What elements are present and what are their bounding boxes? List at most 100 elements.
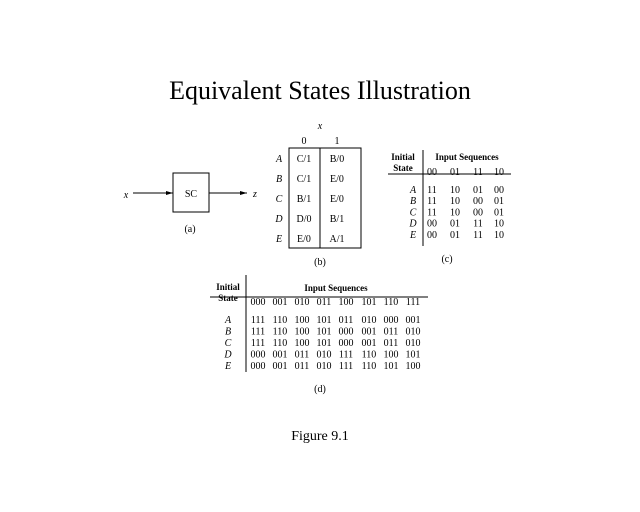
table-cell: B/1: [297, 194, 311, 205]
table-cell: 10: [450, 185, 460, 196]
header-initial: Initial: [391, 152, 415, 162]
state-label: B: [410, 196, 416, 207]
table-cell: 110: [273, 315, 288, 326]
table-cell: 01: [450, 230, 460, 241]
header-initial: Initial: [216, 282, 240, 292]
column-header: 001: [273, 297, 288, 308]
panel-d-label: (d): [314, 384, 326, 395]
column-header: 01: [450, 167, 460, 178]
table-cell: D/0: [297, 214, 312, 225]
panel-b-label: (b): [314, 257, 326, 268]
table-cell: 11: [427, 196, 437, 207]
state-table-border: [288, 147, 362, 249]
table-cell: 11: [473, 219, 483, 230]
state-label: A: [409, 185, 417, 196]
sc-block-label: SC: [185, 189, 198, 200]
column-header: 010: [295, 297, 310, 308]
state-label: D: [408, 219, 417, 230]
input-arrowhead-icon: [166, 191, 173, 195]
column-header: 10: [494, 167, 504, 178]
state-label: B: [225, 327, 231, 338]
state-label: E: [409, 230, 416, 241]
table-cell: E/0: [297, 234, 311, 245]
table-cell: 10: [450, 196, 460, 207]
table-cell: 000: [251, 350, 266, 361]
state-label: C: [276, 194, 283, 205]
table-cell: E/0: [330, 194, 344, 205]
table-cell: 110: [273, 327, 288, 338]
table-cell: 11: [473, 230, 483, 241]
panel-d-response-table: Initial State Input Sequences (d) 000 001…: [210, 275, 428, 395]
table-cell: 001: [362, 327, 377, 338]
table-cell: 111: [251, 327, 265, 338]
table-cell: 111: [339, 361, 353, 372]
table-cell: 011: [295, 361, 310, 372]
column-header: 1: [335, 136, 340, 147]
table-cell: 011: [384, 338, 399, 349]
table-cell: 00: [473, 207, 483, 218]
column-header: 111: [406, 297, 420, 308]
header-state: State: [393, 163, 413, 173]
state-label: D: [223, 350, 232, 361]
input-var-label: x: [317, 121, 323, 132]
table-cell: 000: [339, 327, 354, 338]
table-cell: 00: [473, 196, 483, 207]
table-cell: B/1: [330, 214, 344, 225]
table-cell: 11: [427, 207, 437, 218]
table-cell: 101: [317, 338, 332, 349]
table-cell: 10: [494, 219, 504, 230]
table-cell: 11: [427, 185, 437, 196]
table-cell: 01: [494, 207, 504, 218]
table-cell: 000: [251, 361, 266, 372]
table-cell: 100: [406, 361, 421, 372]
table-cell: 00: [427, 219, 437, 230]
header-state: State: [218, 293, 238, 303]
table-cell: 100: [295, 327, 310, 338]
output-arrowhead-icon: [240, 191, 247, 195]
table-cell: 110: [273, 338, 288, 349]
table-cell: 01: [494, 196, 504, 207]
table-cell: 010: [406, 338, 421, 349]
table-cell: A/1: [330, 234, 345, 245]
output-label: z: [252, 189, 257, 200]
table-cell: 001: [273, 350, 288, 361]
table-cell: E/0: [330, 174, 344, 185]
column-header: 00: [427, 167, 437, 178]
state-label: E: [275, 234, 282, 245]
table-cell: 100: [384, 350, 399, 361]
table-cell: 011: [295, 350, 310, 361]
figure-title: Equivalent States Illustration: [169, 76, 471, 105]
table-cell: 001: [406, 315, 421, 326]
panel-a-block-diagram: x SC z (a): [123, 172, 257, 235]
state-label: A: [275, 154, 283, 165]
header-input-sequences: Input Sequences: [304, 283, 368, 293]
state-label: B: [276, 174, 282, 185]
table-cell: 101: [384, 361, 399, 372]
table-cell: 001: [362, 338, 377, 349]
table-cell: C/1: [297, 154, 311, 165]
table-cell: 000: [339, 338, 354, 349]
table-cell: B/0: [330, 154, 344, 165]
table-cell: 010: [317, 350, 332, 361]
column-header: 100: [339, 297, 354, 308]
table-cell: 100: [295, 315, 310, 326]
table-cell: 111: [251, 338, 265, 349]
table-cell: 011: [339, 315, 354, 326]
column-header: 000: [251, 297, 266, 308]
state-label: D: [274, 214, 283, 225]
table-cell: 101: [317, 315, 332, 326]
table-cell: 101: [406, 350, 421, 361]
table-cell: 111: [251, 315, 265, 326]
table-cell: 10: [450, 207, 460, 218]
table-cell: C/1: [297, 174, 311, 185]
state-label: E: [224, 361, 231, 372]
table-cell: 00: [494, 185, 504, 196]
table-cell: 010: [406, 327, 421, 338]
state-label: C: [410, 207, 417, 218]
input-label: x: [123, 190, 129, 201]
table-cell: 010: [317, 361, 332, 372]
table-cell: 110: [362, 361, 377, 372]
